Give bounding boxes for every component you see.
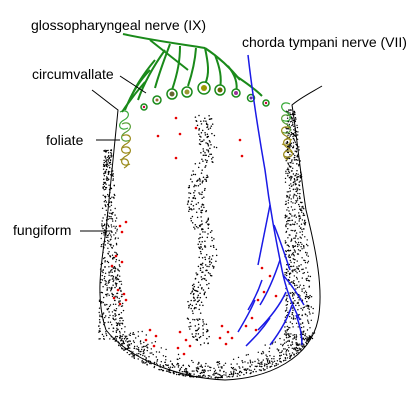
tongue-texture-left (98, 149, 127, 340)
circumvallate-papillae (140, 81, 270, 111)
chorda-tympani-nerve (237, 54, 305, 347)
fungiform-label: fungiform (13, 222, 71, 238)
foliate-papillae-right (281, 102, 293, 161)
fungiform-papillae (110, 116, 278, 356)
glossopharyngeal-label: glossopharyngeal nerve (IX) (31, 17, 206, 33)
circumvallate-label: circumvallate (32, 66, 114, 82)
chorda-tympani-label: chorda tympani nerve (VII) (242, 34, 407, 50)
tongue-texture-right (283, 109, 316, 341)
foliate-papillae-left (119, 110, 131, 169)
tongue-tip-texture (113, 330, 312, 379)
median-sulcus-texture (186, 114, 218, 346)
glossopharyngeal-nerve (121, 33, 263, 113)
leader-lines (80, 75, 147, 232)
circumvallate-leader (119, 75, 147, 94)
foliate-label: foliate (46, 132, 84, 148)
tongue-outline (91, 85, 323, 381)
